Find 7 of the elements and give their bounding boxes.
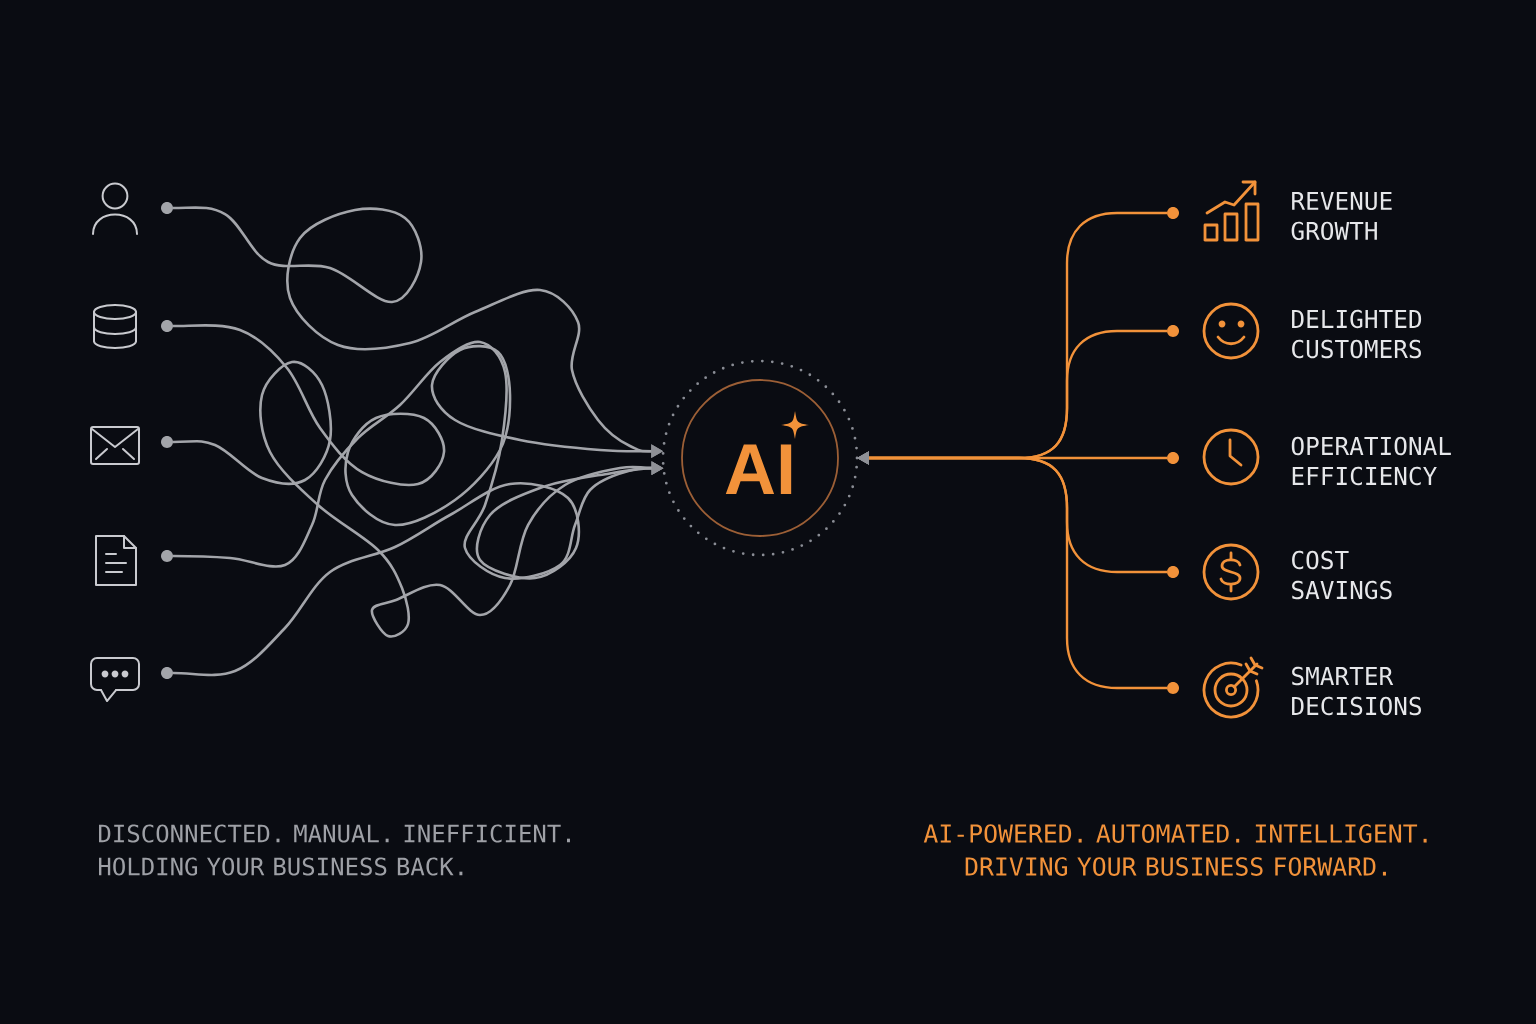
outcome-label: SMARTER DECISIONS [1292, 666, 1421, 716]
outcome-label: DELIGHTED CUSTOMERS [1292, 309, 1422, 359]
tagline: AI-POWERED. AUTOMATED. INTELLIGENT. DRIVING YOUR BUSINESS FORWARD. [923, 824, 1427, 876]
tagline: DISCONNECTED. MANUAL. INEFFICIENT. HOLDING YOUR BUSINESS BACK. [99, 824, 570, 876]
outcome-label: COST SAVINGS [1292, 550, 1392, 600]
outcome-label: REVENUE GROWTH [1291, 191, 1392, 241]
outcome-label: OPERATIONAL EFFICIENCY [1291, 436, 1451, 486]
